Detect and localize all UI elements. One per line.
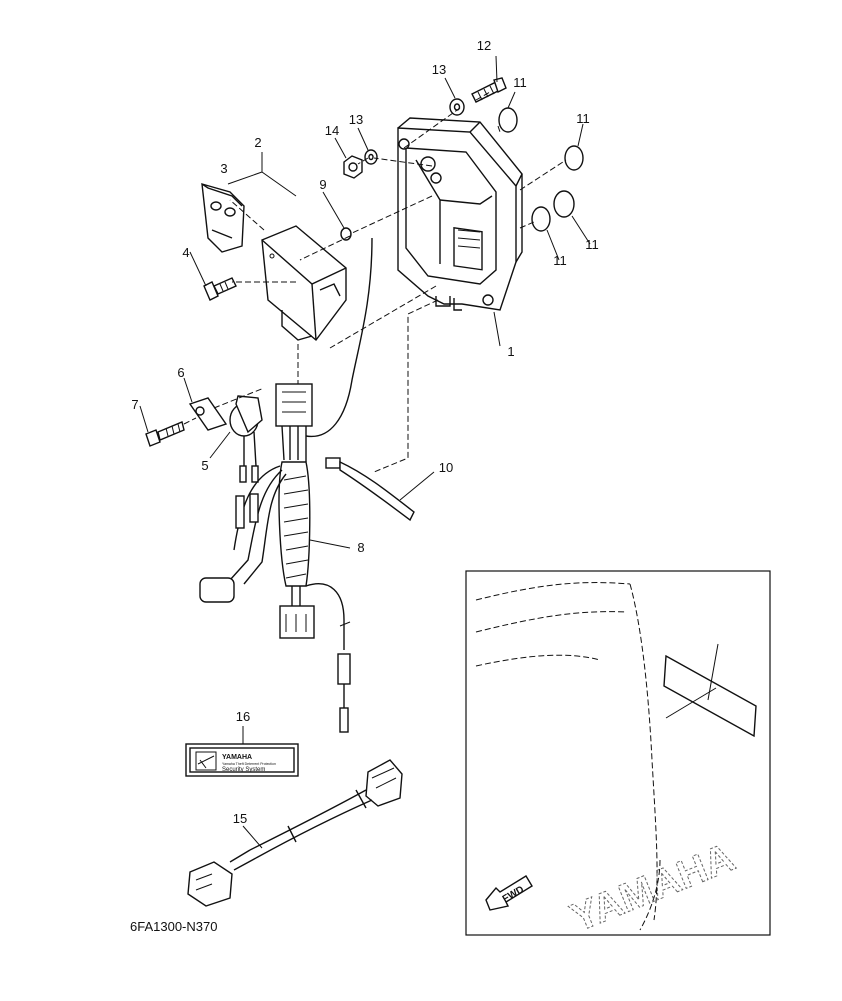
part-3-cover bbox=[201, 183, 245, 253]
inset-panel: FWD YAMAHA bbox=[465, 570, 771, 941]
decal-line2: Security System bbox=[222, 767, 265, 773]
part-1-housing bbox=[397, 117, 523, 311]
label-14: 14 bbox=[325, 123, 339, 138]
label-12: 12 bbox=[477, 38, 491, 53]
label-13-b: 13 bbox=[349, 112, 363, 127]
label-7: 7 bbox=[131, 397, 138, 412]
label-6: 6 bbox=[177, 365, 184, 380]
part-14-nut bbox=[343, 155, 363, 179]
part-8-harness bbox=[199, 237, 373, 733]
label-11-d: 11 bbox=[553, 253, 567, 268]
label-15: 15 bbox=[233, 811, 247, 826]
part-11-grommet-b bbox=[564, 145, 584, 171]
label-11-a: 11 bbox=[513, 75, 527, 90]
label-10: 10 bbox=[439, 460, 453, 475]
label-11-c: 11 bbox=[585, 237, 599, 252]
label-5: 5 bbox=[201, 458, 208, 473]
part-4-bolt bbox=[203, 277, 237, 301]
leader-lines bbox=[139, 55, 591, 849]
label-16: 16 bbox=[236, 709, 250, 724]
part-12-screw bbox=[471, 77, 507, 103]
label-2: 2 bbox=[254, 135, 261, 150]
label-3: 3 bbox=[220, 161, 227, 176]
label-9: 9 bbox=[319, 177, 326, 192]
label-13-a: 13 bbox=[432, 62, 446, 77]
label-1: 1 bbox=[507, 344, 514, 359]
part-2-module bbox=[261, 225, 347, 342]
part-11-grommet-d bbox=[531, 206, 551, 232]
label-11-b: 11 bbox=[576, 111, 590, 126]
part-11-grommet-a bbox=[498, 107, 518, 133]
part-17-label-area bbox=[663, 643, 757, 738]
label-4: 4 bbox=[182, 245, 189, 260]
part-11-grommet-c bbox=[553, 190, 575, 218]
decal-line1: Yamaha Theft Deterrent Protection bbox=[222, 762, 276, 766]
part-7-screw bbox=[145, 421, 185, 447]
decal-brand: YAMAHA bbox=[222, 754, 252, 761]
label-8: 8 bbox=[357, 540, 364, 555]
part-6-bracket bbox=[188, 397, 228, 431]
diagram-code: 6FA1300-N370 bbox=[130, 919, 217, 934]
part-16-decal bbox=[185, 743, 299, 777]
part-15-lead bbox=[187, 759, 403, 907]
assembly-lines bbox=[183, 91, 567, 473]
part-10-cable-tie bbox=[325, 457, 415, 522]
part-5-switch bbox=[229, 395, 263, 483]
